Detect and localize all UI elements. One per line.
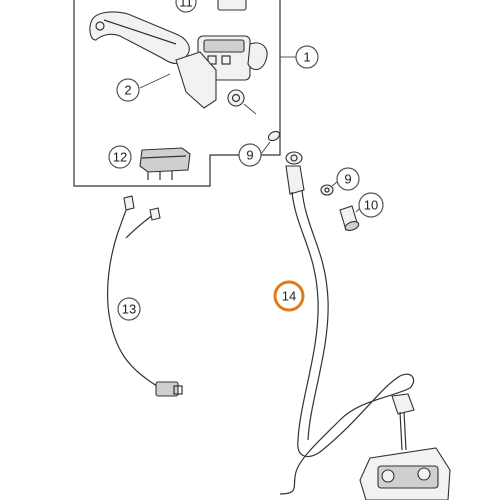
module-part-12: [139, 147, 191, 180]
callout-12: 12: [108, 145, 132, 169]
washers-upper: [267, 130, 305, 195]
callout-9-lower-label: 9: [344, 172, 351, 187]
callout-1: 1: [295, 45, 319, 69]
lever: [89, 11, 190, 65]
callout-2-label: 2: [124, 83, 131, 98]
callout-9-upper-label: 9: [246, 148, 253, 163]
washer-and-bolt: [320, 184, 360, 232]
master-cylinder: [175, 35, 268, 115]
callout-14: 14: [273, 280, 305, 312]
callout-1-label: 1: [303, 50, 310, 65]
sensor-cable: [106, 195, 183, 397]
callout-14-label: 14: [282, 289, 296, 304]
callout-2: 2: [116, 73, 171, 102]
callout-top-partial: 11: [175, 0, 247, 13]
callout-top-label: 11: [179, 0, 193, 10]
callout-13-label: 13: [122, 302, 136, 317]
callout-10-label: 10: [364, 198, 378, 213]
assembly-frame: [73, 0, 296, 187]
brake-hose: [279, 189, 415, 495]
callout-12-label: 12: [113, 150, 127, 165]
callout-9-lower: 9: [331, 167, 360, 191]
callout-13: 13: [117, 297, 141, 321]
callout-10: 10: [355, 192, 384, 218]
callout-9-upper: 9: [238, 141, 271, 167]
abs-unit: [359, 393, 451, 500]
